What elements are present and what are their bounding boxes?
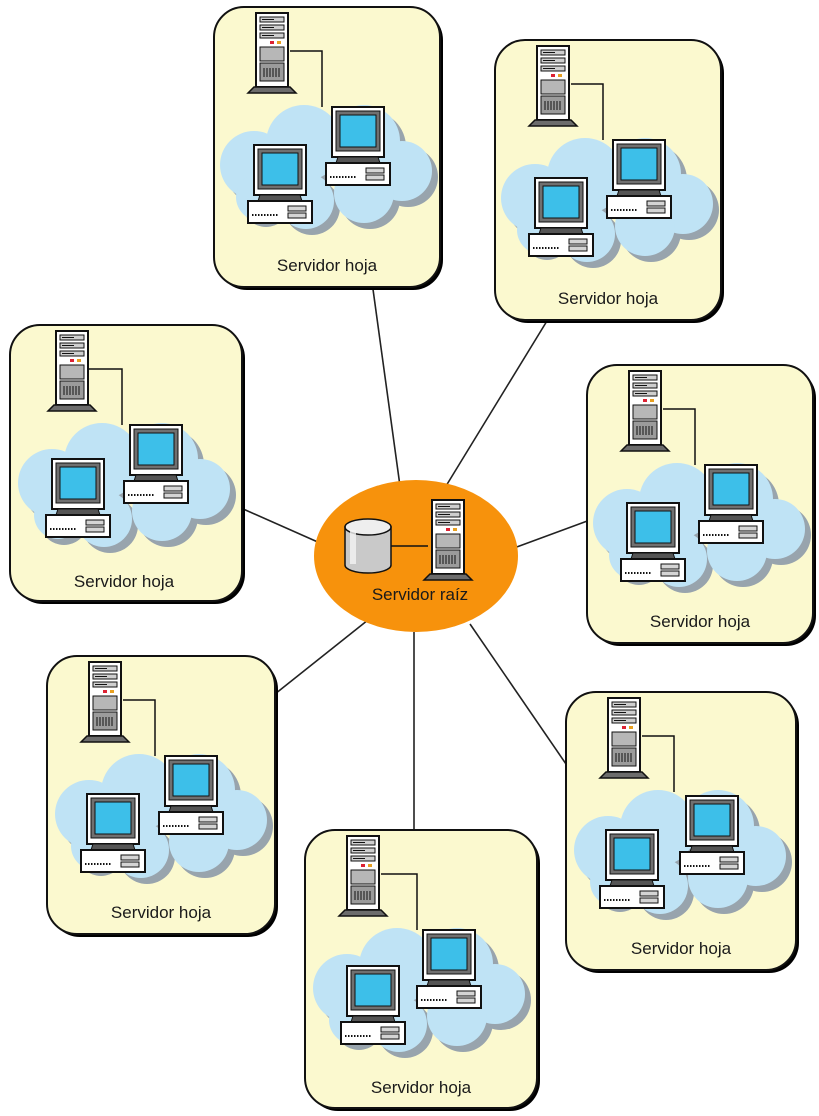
leaf-label: Servidor hoja: [111, 903, 212, 922]
connector-bottom-left: [274, 619, 369, 695]
workstation-icon: [247, 144, 313, 224]
server-tower-icon: [599, 697, 649, 779]
database-icon: [344, 518, 392, 574]
server-tower-icon: [247, 12, 297, 94]
leaf-server-right: Servidor hoja: [586, 364, 816, 646]
connector-left: [240, 507, 321, 544]
workstation-icon: [606, 139, 672, 219]
workstation-icon: [325, 106, 391, 186]
connector-bottom-right: [469, 623, 567, 765]
root-server-label: Servidor raíz: [372, 585, 468, 604]
server-tower-icon: [528, 45, 578, 127]
leaf-server-bottom-left: Servidor hoja: [46, 655, 278, 937]
server-tower-icon: [423, 499, 473, 581]
leaf-server-left: Servidor hoja: [9, 324, 245, 604]
workstation-icon: [679, 795, 745, 875]
workstation-icon: [599, 829, 665, 909]
server-tower-icon: [47, 330, 97, 412]
leaf-label: Servidor hoja: [558, 289, 659, 308]
leaf-label: Servidor hoja: [74, 572, 175, 591]
root-server-node: Servidor raíz: [314, 480, 518, 632]
leaf-server-bottom-right: Servidor hoja: [565, 691, 799, 973]
leaf-label: Servidor hoja: [277, 256, 378, 275]
workstation-icon: [528, 177, 594, 257]
workstation-icon: [45, 458, 111, 538]
leaf-server-top: Servidor hoja: [213, 6, 443, 290]
connector-top-right: [445, 315, 551, 487]
server-tower-icon: [338, 835, 388, 917]
connector-lines: [240, 281, 591, 830]
leaf-label: Servidor hoja: [371, 1078, 472, 1097]
workstation-icon: [340, 965, 406, 1045]
connector-right: [513, 519, 591, 549]
workstation-icon: [123, 424, 189, 504]
leaf-label: Servidor hoja: [631, 939, 732, 958]
workstation-icon: [698, 464, 764, 544]
workstation-icon: [416, 929, 482, 1009]
leaf-label: Servidor hoja: [650, 612, 751, 631]
leaf-server-bottom: Servidor hoja: [304, 829, 540, 1111]
leaf-server-top-right: Servidor hoja: [494, 39, 724, 323]
server-tower-icon: [620, 370, 670, 452]
workstation-icon: [80, 793, 146, 873]
connector-top: [371, 281, 401, 487]
workstation-icon: [158, 755, 224, 835]
workstation-icon: [620, 502, 686, 582]
server-tower-icon: [80, 661, 130, 743]
